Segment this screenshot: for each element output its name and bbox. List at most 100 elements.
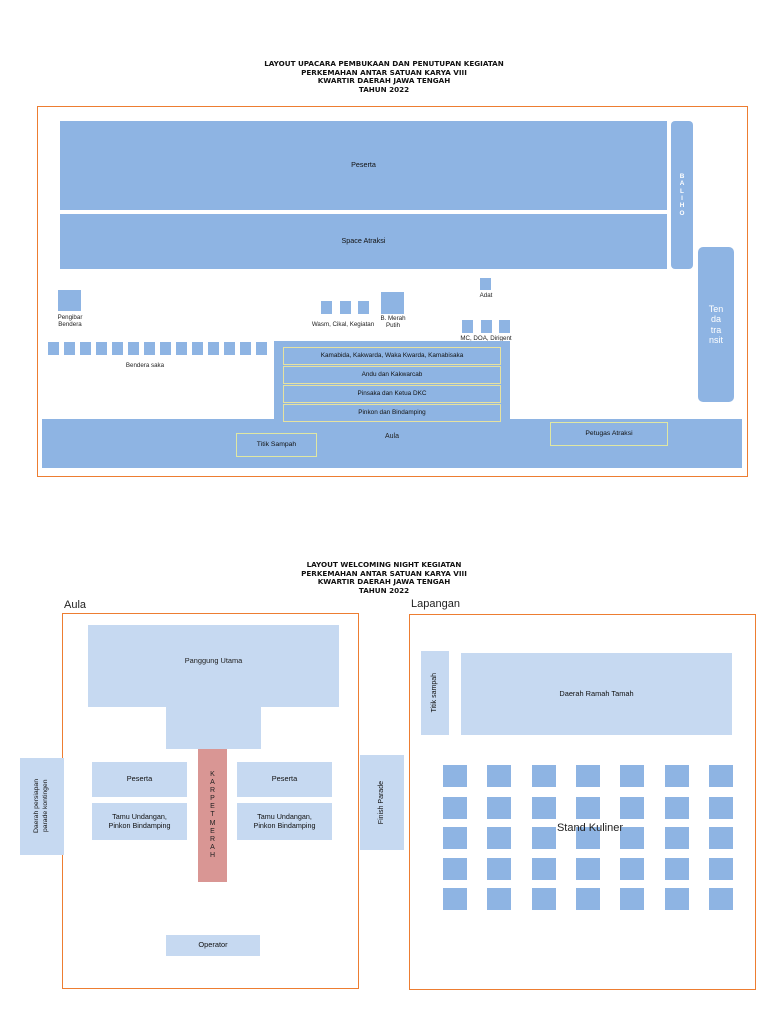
bendera-saka-square: [176, 342, 187, 355]
balio-block: B A L I H O: [671, 121, 693, 269]
peserta-label: Peserta: [351, 160, 376, 170]
mc-square: [462, 320, 473, 333]
stand-kuliner-booth: [443, 827, 467, 849]
tamu-right-line: Tamu Undangan,: [257, 811, 312, 821]
tamu-right-block: Tamu Undangan, Pinkon Bindamping: [237, 803, 332, 840]
stand-kuliner-booth: [709, 858, 733, 880]
daerah-ramah-tamah-label: Daerah Ramah Tamah: [559, 688, 634, 698]
wasm-square: [358, 301, 369, 314]
stand-kuliner-booth: [665, 797, 689, 819]
stand-kuliner-booth: [665, 858, 689, 880]
bendera-saka-square: [48, 342, 59, 355]
balio-letter: B: [679, 172, 685, 180]
karpet-merah-letter: E: [210, 803, 215, 811]
stage-row: Pinsaka dan Ketua DKC: [283, 385, 501, 403]
stage-row-label: Kamabida, Kakwarda, Waka Kwarda, Kamabis…: [320, 352, 464, 360]
finish-parade-block: Finish Parade: [360, 755, 404, 850]
karpet-merah-letter: A: [210, 779, 215, 787]
stand-kuliner-booth: [487, 797, 511, 819]
stage-row: Pinkon dan Bindamping: [283, 404, 501, 422]
layout2-title-line-2: PERKEMAHAN ANTAR SATUAN KARYA VIII: [301, 568, 467, 578]
karpet-merah-letter: E: [210, 827, 215, 835]
stand-kuliner-booth: [576, 888, 600, 910]
stand-kuliner-booth: [576, 858, 600, 880]
bendera-saka-square: [208, 342, 219, 355]
stand-kuliner-booth: [443, 765, 467, 787]
b-merah-putih-line: Putih: [385, 322, 401, 330]
bendera-saka-square: [128, 342, 139, 355]
stand-kuliner-booth: [487, 765, 511, 787]
karpet-merah-letter: M: [209, 819, 216, 827]
bendera-saka-label: Bendera saka: [125, 362, 165, 369]
stand-kuliner-booth: [620, 858, 644, 880]
karpet-merah-letter: R: [209, 835, 216, 843]
panggung-utama-label: Panggung Utama: [184, 656, 243, 665]
karpet-merah-letter: H: [209, 851, 216, 859]
stand-kuliner-booth: [443, 858, 467, 880]
tenda-transit-line: tra: [710, 324, 722, 335]
bendera-saka-square: [64, 342, 75, 355]
stand-kuliner-booth: [620, 765, 644, 787]
layout1-title-line-2: PERKEMAHAN ANTAR SATUAN KARYA VIII: [301, 67, 467, 77]
peserta-block: Peserta: [60, 121, 667, 210]
aula-area-label: Aula: [64, 599, 87, 611]
stand-kuliner-booth: [665, 765, 689, 787]
bendera-saka-square: [256, 342, 267, 355]
pengibar-bendera-line: Pengibar: [57, 314, 83, 321]
space-atraksi-label: Space Atraksi: [341, 236, 386, 246]
petugas-atraksi-label: Petugas Atraksi: [585, 429, 633, 437]
tenda-transit-line: da: [710, 314, 721, 325]
layout2-title-line-1: LAYOUT WELCOMING NIGHT KEGIATAN: [306, 560, 462, 569]
wasm-square: [340, 301, 351, 314]
layout2-title-line-3: KWARTIR DAERAH JAWA TENGAH: [317, 577, 451, 587]
karpet-merah-letter: K: [210, 771, 215, 779]
stand-kuliner-booth: [487, 888, 511, 910]
panggung-utama-stem: [166, 706, 261, 749]
stand-kuliner-booth: [709, 797, 733, 819]
stand-kuliner-label: Stand Kuliner: [556, 822, 624, 834]
stand-kuliner-booth: [576, 797, 600, 819]
stand-kuliner-booth: [487, 858, 511, 880]
stand-kuliner-booth: [532, 888, 556, 910]
b-merah-putih-line: B. Merah: [380, 315, 406, 322]
stand-kuliner-booth: [487, 827, 511, 849]
karpet-merah-letter: P: [210, 795, 215, 803]
bendera-saka-square: [240, 342, 251, 355]
layout1-title-line-1: LAYOUT UPACARA PEMBUKAAN DAN PENUTUPAN K…: [264, 59, 504, 68]
stand-kuliner-booth: [532, 765, 556, 787]
balio-letter: H: [679, 202, 685, 210]
stand-kuliner-booth: [576, 827, 600, 849]
daerah-persiapan-block: Daerah persiapan parade kontingen: [20, 758, 64, 855]
daerah-persiapan-line: parade kontingen: [42, 780, 49, 833]
wasm-square: [321, 301, 332, 314]
stand-kuliner-booth: [443, 797, 467, 819]
operator-block: Operator: [166, 935, 260, 956]
bendera-saka-square: [80, 342, 91, 355]
daerah-ramah-tamah-block: Daerah Ramah Tamah: [461, 653, 732, 735]
pengibar-bendera-label: Pengibar Bendera: [44, 314, 96, 329]
balio-letter: A: [679, 180, 685, 188]
wasm-label: Wasm, Cikal, Kegiatan: [311, 321, 375, 328]
layout1-title-line-3: KWARTIR DAERAH JAWA TENGAH: [317, 76, 451, 86]
stage-block: [274, 341, 510, 421]
tamu-left-line: Tamu Undangan,: [112, 811, 167, 821]
b-merah-putih-square: [381, 292, 404, 314]
layout2-title: LAYOUT WELCOMING NIGHT KEGIATAN PERKEMAH…: [0, 560, 768, 595]
tenda-transit-line: Ten: [708, 303, 724, 314]
mc-square: [499, 320, 510, 333]
balio-letter: O: [679, 209, 685, 217]
layout1-title-line-4: TAHUN 2022: [358, 84, 410, 94]
tenda-transit-block: Ten da tra nsit: [698, 247, 734, 402]
layout1-title: LAYOUT UPACARA PEMBUKAAN DAN PENUTUPAN K…: [0, 59, 768, 94]
b-merah-putih-label: B. Merah Putih: [374, 315, 412, 330]
bendera-saka-square: [192, 342, 203, 355]
bendera-saka-square: [112, 342, 123, 355]
karpet-merah-letter: A: [210, 843, 215, 851]
bendera-saka-square: [96, 342, 107, 355]
titik-sampah-block: Titik sampah: [421, 651, 449, 735]
peserta-right-block: Peserta: [237, 762, 332, 797]
lapangan-frame: [409, 614, 756, 990]
layout2-title-line-4: TAHUN 2022: [358, 585, 410, 595]
stage-row-label: Pinkon dan Bindamping: [358, 409, 426, 417]
karpet-merah-block: K A R P E T M E R A H: [198, 749, 227, 882]
